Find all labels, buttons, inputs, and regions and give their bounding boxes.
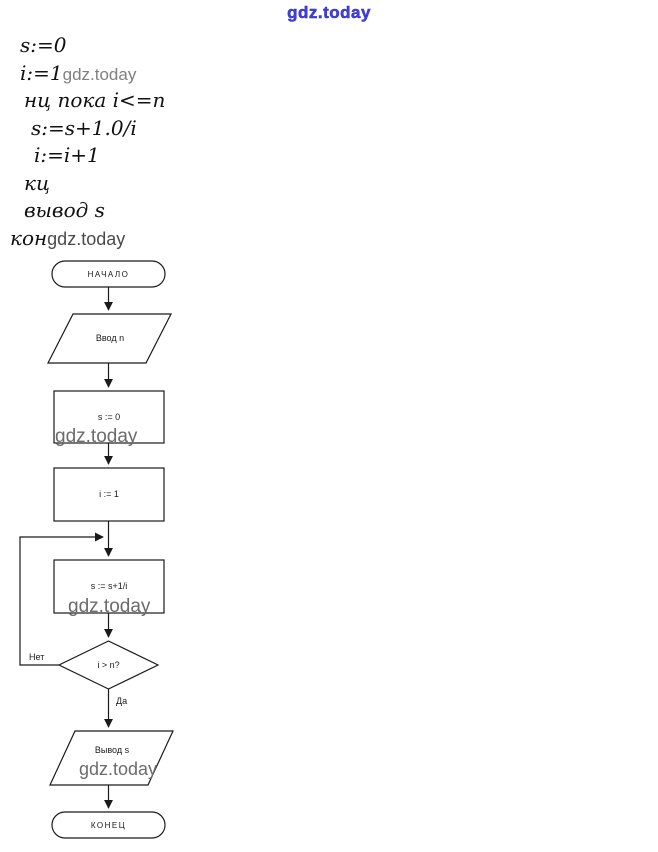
site-watermark-inline: gdz.today	[47, 228, 126, 249]
flow-node-input-label: Ввод n	[96, 333, 124, 343]
flow-node-init-s	[53, 390, 165, 444]
site-watermark: gdz.today	[79, 759, 158, 779]
code-text: нц пока i<=n	[24, 88, 166, 112]
code-text: s:=s+1.0/i	[31, 115, 137, 140]
site-watermark: gdz.today	[68, 596, 151, 617]
flow-node-init-i-label: i := 1	[99, 489, 119, 499]
code-text: вывод s	[24, 198, 105, 222]
code-text: s:=0	[20, 33, 67, 57]
pseudocode-line: i:=i+1	[0, 143, 165, 171]
flow-node-init-s-label: s := 0	[98, 412, 120, 422]
site-watermark-inline: gdz.today	[62, 64, 137, 84]
flow-node-output-label: Вывод s	[95, 745, 130, 755]
code-text: кон	[10, 225, 48, 250]
flow-node-start-label: НАЧАЛО	[88, 270, 130, 279]
flow-node-condition-label: i > n?	[97, 660, 119, 670]
site-watermark-top: gdz.today	[287, 3, 371, 23]
pseudocode-line: i:=1gdz.today	[0, 61, 165, 89]
pseudocode-line: s:=s+1.0/i	[0, 116, 165, 144]
pseudocode-line: кц	[0, 171, 165, 199]
code-text: i:=1	[20, 60, 63, 85]
pseudocode-line: конgdz.today	[0, 226, 165, 254]
flow-node-init-i	[53, 467, 165, 522]
pseudocode-line: s:=0	[0, 33, 165, 61]
flow-node-loop-body	[53, 559, 165, 614]
flow-node-loop-body-label: s := s+1/i	[91, 581, 128, 591]
pseudocode-block: s:=0 i:=1gdz.today нц пока i<=n s:=s+1.0…	[0, 33, 165, 253]
site-watermark: gdz.today	[55, 426, 138, 447]
branch-label-no: Нет	[29, 652, 44, 662]
code-text: кц	[24, 170, 50, 195]
flow-node-input	[47, 313, 172, 364]
flow-node-end	[51, 811, 166, 839]
flow-loopback-arrow	[19, 532, 104, 666]
pseudocode-line: вывод s	[0, 198, 165, 226]
flow-node-end-label: КОНЕЦ	[91, 821, 126, 830]
flow-node-output	[49, 730, 174, 786]
branch-label-yes: Да	[116, 696, 127, 706]
code-text: i:=i+1	[34, 143, 100, 167]
pseudocode-line: нц пока i<=n	[0, 88, 165, 116]
